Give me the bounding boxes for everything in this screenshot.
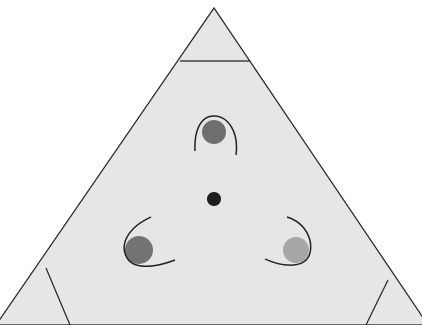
ball-bottom-right	[283, 237, 309, 263]
main-triangle	[0, 8, 422, 325]
ball-top	[202, 120, 226, 144]
center-dot	[207, 192, 221, 206]
